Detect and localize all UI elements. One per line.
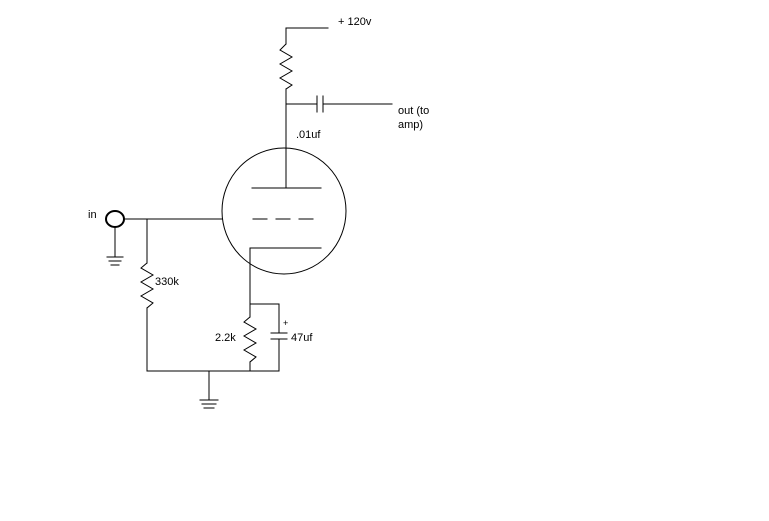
supply-label: + 120v [338,16,372,28]
cathode-cap-label: 47uf [291,332,313,344]
grid-resistor [140,262,154,309]
supply-wire [285,27,329,45]
input-jack [105,210,125,228]
output-label-line2: amp) [398,119,424,131]
cathode-resistor [243,316,257,363]
cap-polarity-label: + [283,318,289,328]
plate-resistor [279,43,293,90]
tube-envelope [221,147,347,275]
grid-resistor-label: 330k [155,276,179,288]
output-label-line1: out (to [398,105,430,117]
input-label: in [88,209,97,221]
coupling-cap-label: .01uf [296,129,321,141]
cathode-resistor-label: 2.2k [215,332,236,344]
